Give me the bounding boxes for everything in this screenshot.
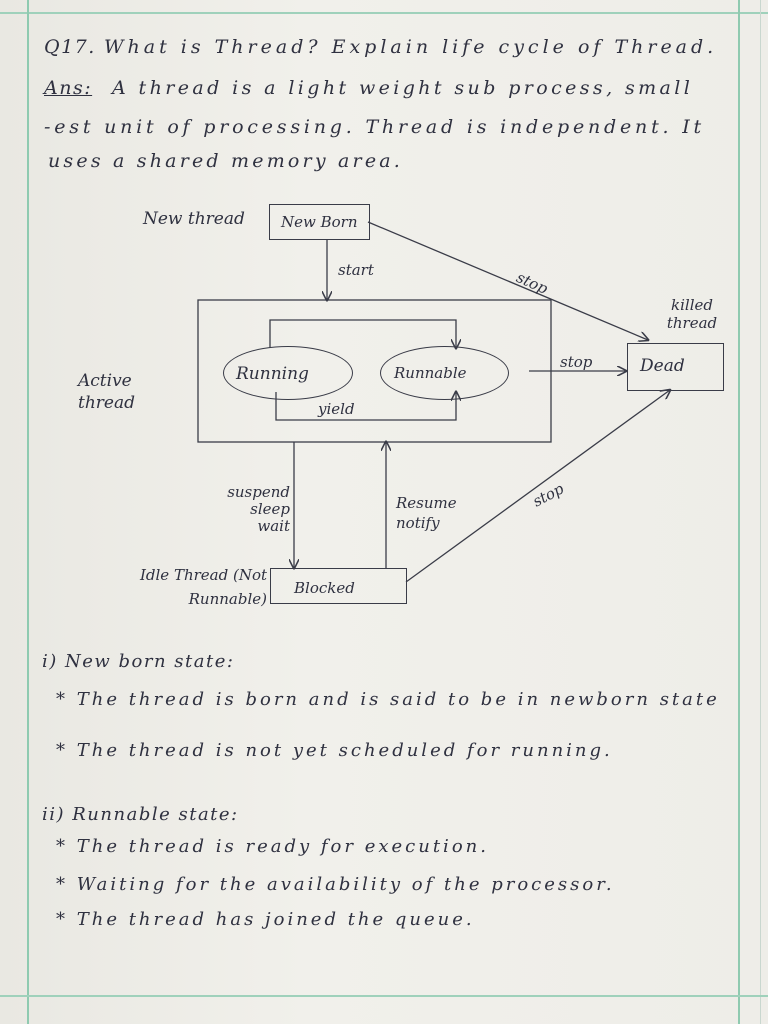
- stop-label-mid: stop: [560, 353, 593, 371]
- question-number: Q17.: [44, 36, 96, 58]
- killed-thread-label: killed thread: [666, 296, 718, 332]
- bottom-margin-line: [0, 995, 768, 997]
- page-edge: [760, 0, 761, 1024]
- question-line-1: What is Thread? Explain life cycle of Th…: [104, 36, 718, 58]
- dead-label: Dead: [640, 356, 685, 376]
- runnable-bullet-3: * The thread has joined the queue.: [56, 909, 475, 930]
- section-heading-newborn: i) New born state:: [42, 651, 235, 672]
- question-line-4: uses a shared memory area.: [48, 150, 404, 172]
- answer-label: Ans:: [44, 77, 93, 99]
- suspend-label: suspend sleep wait: [227, 483, 290, 535]
- new-born-box: [269, 204, 370, 240]
- dead-box: [627, 343, 724, 391]
- new-born-label: New Born: [281, 213, 358, 231]
- section-heading-runnable: ii) Runnable state:: [42, 804, 239, 825]
- active-thread-label: Active thread: [78, 371, 135, 413]
- start-label: start: [338, 261, 374, 279]
- running-oval: [223, 346, 353, 400]
- idle-thread-label: Idle Thread (Not Runnable): [139, 566, 267, 608]
- runnable-bullet-1: * The thread is ready for execution.: [56, 836, 489, 857]
- running-label: Running: [236, 364, 309, 384]
- yield-arrow: [275, 392, 456, 421]
- newborn-bullet-2: * The thread is not yet scheduled for ru…: [56, 740, 613, 761]
- question-line-2: A thread is a light weight sub process, …: [112, 77, 694, 99]
- runnable-label: Runnable: [394, 364, 467, 382]
- stop-arrow-bottom: [405, 390, 670, 583]
- right-margin-line: [738, 0, 740, 1024]
- left-margin-line: [27, 0, 29, 1024]
- top-margin-line: [0, 12, 768, 14]
- newborn-bullet-1: * The thread is born and is said to be i…: [56, 689, 720, 710]
- stop-arrow-top: [367, 221, 648, 340]
- yield-label: yield: [318, 400, 355, 418]
- resume-label: Resume notify: [396, 494, 457, 532]
- runnable-oval: [380, 346, 509, 400]
- blocked-label: Blocked: [294, 579, 355, 597]
- new-thread-label: New thread: [143, 209, 245, 229]
- question-line-3: -est unit of processing. Thread is indep…: [44, 116, 705, 138]
- runnable-bullet-2: * Waiting for the availability of the pr…: [56, 874, 615, 895]
- running-to-runnable-arrow: [269, 319, 456, 348]
- blocked-box: [270, 568, 407, 604]
